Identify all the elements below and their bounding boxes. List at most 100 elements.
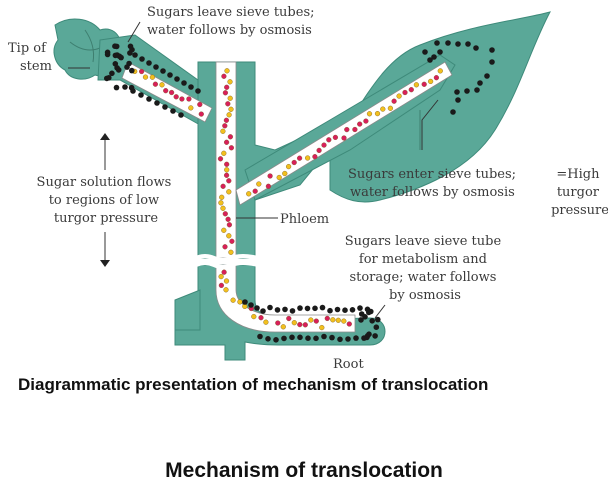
sugar-molecule-red [258,315,264,321]
sugar-molecule-red [179,96,185,102]
water-molecule [329,334,335,341]
sugar-molecule-red [197,101,203,108]
label-tip-of-stem: Tip of stem [8,41,52,74]
label-sugars-leave-root: Sugars leave sieve tube for metabolism a… [345,234,506,303]
bud-line [69,41,101,51]
water-molecule [305,335,311,342]
water-molecule [122,84,128,90]
water-molecule [450,109,456,115]
sugar-molecule-red [221,269,227,275]
sugar-molecule-red [139,68,145,75]
sugar-molecule-yellow [149,74,156,80]
water-molecule [445,40,451,46]
sugars-leave-root-leader [374,304,386,319]
water-molecule [106,75,112,81]
water-molecule [313,335,319,342]
water-molecule [454,89,460,95]
sugar-molecule-yellow [226,233,232,239]
sugar-molecule-yellow [286,164,292,170]
sugar-molecule-red [352,126,358,133]
water-molecule [167,72,173,78]
sugar-molecule-yellow [437,68,443,74]
sieve-tube-root [215,264,356,333]
sugar-molecule-yellow [218,200,224,206]
water-molecule [188,84,194,90]
sugar-molecule-red [252,188,258,194]
sugar-molecule-red [225,101,231,107]
sugar-molecule-yellow [224,167,230,173]
label-sugars-leave-top: Sugars leave sieve tubes; water follows … [147,5,319,38]
water-molecule [174,76,180,82]
water-molecule [113,84,120,91]
sugar-molecule-red [173,94,179,100]
sugar-molecule-red [222,211,228,217]
water-molecule [146,60,152,66]
label-flow: Sugar solution flows to regions of low t… [37,175,176,226]
figure-caption: Diagrammatic presentation of mechanism o… [18,375,488,394]
water-molecule [127,43,134,50]
water-molecule [154,100,160,106]
water-molecule [327,307,333,314]
water-molecule [162,104,168,110]
sugar-molecule-red [226,222,233,228]
water-molecule [364,334,370,341]
sugar-molecule-yellow [374,110,381,117]
sugar-molecule-yellow [228,249,234,255]
water-molecule [181,80,187,86]
sugar-molecule-yellow [291,320,297,326]
bud-line [84,29,95,63]
water-molecule [342,307,348,314]
water-molecule [464,88,470,94]
label-high-turgor: =High turgor pressure [551,167,608,218]
water-molecule [362,314,368,320]
sugar-molecule-red [224,84,230,90]
water-molecule [267,304,273,311]
sugar-molecule-red [313,318,319,324]
sugar-molecule-red [224,161,230,167]
sugar-molecule-red [402,89,408,96]
sugar-molecule-red [346,321,352,327]
water-molecule [282,306,288,313]
sugar-molecule-red [321,142,327,148]
water-molecule [115,67,122,73]
sugar-molecule-yellow [319,325,325,331]
sugar-molecule-red [275,320,281,326]
water-molecule [281,335,287,342]
water-molecule [153,64,159,70]
water-molecule [337,336,343,343]
sugar-molecule-yellow [308,317,314,323]
sugar-molecule-yellow [276,174,282,181]
sugar-molecule-red [291,159,297,166]
sugar-molecule-red [163,88,169,94]
sugar-molecule-yellow [251,314,257,320]
sugar-molecule-yellow [230,297,236,303]
sugar-molecule-yellow [228,106,234,112]
water-molecule [465,41,471,47]
water-molecule [138,92,144,98]
water-molecule [257,333,263,340]
water-molecule [118,54,124,61]
sugar-molecule-red [363,118,369,124]
water-molecule [254,305,260,311]
water-molecule [358,317,364,323]
sugar-molecule-yellow [227,95,233,101]
water-molecule [289,308,296,314]
sugar-molecule-yellow [263,319,269,325]
sugar-molecule-yellow [256,181,262,187]
sugar-molecule-red [297,322,303,328]
water-molecule [160,68,166,74]
sugar-molecule-red [312,154,318,160]
sugar-molecule-yellow [221,227,227,233]
sugar-molecule-yellow [305,155,311,161]
left-side-branch [174,289,201,331]
label-sugars-enter: Sugars enter sieve tubes; water follows … [348,167,520,200]
sugar-molecule-red [223,117,230,123]
sugar-molecule-yellow [220,205,226,211]
water-molecule [126,60,132,67]
water-molecule [113,43,120,50]
sugar-molecule-red [267,173,273,179]
sugar-molecule-yellow [413,82,420,88]
water-molecule [368,308,374,315]
water-molecule [265,336,271,342]
water-molecule [455,41,461,47]
